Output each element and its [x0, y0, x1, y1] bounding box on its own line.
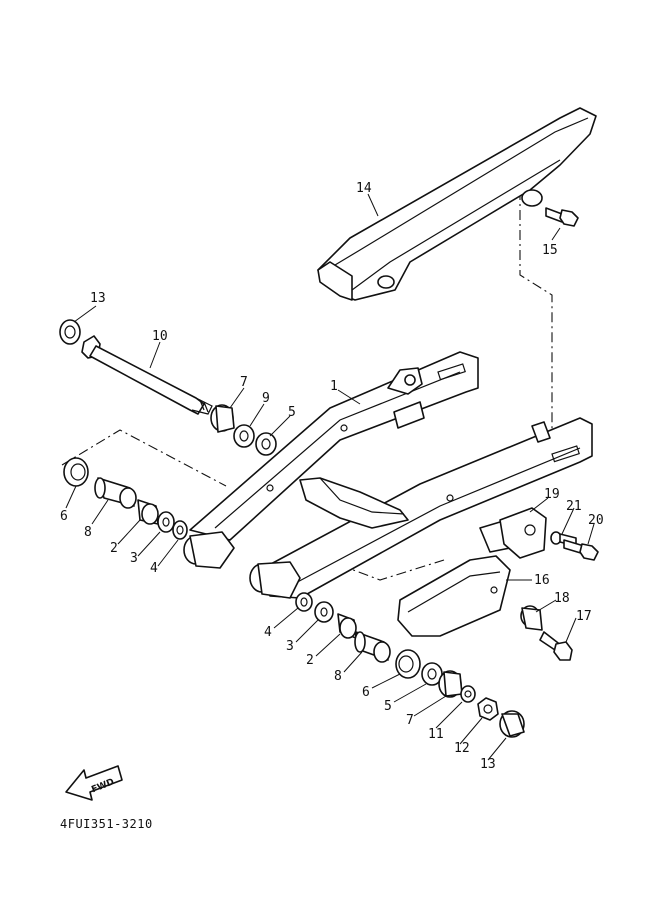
callout-8-right: 8: [334, 669, 342, 684]
washer-5-top: [255, 432, 277, 456]
slider-bolt: [539, 631, 573, 661]
callout-4-right: 4: [264, 625, 272, 640]
collar: [520, 605, 543, 631]
alignment-lines: [61, 190, 553, 581]
callout-6-left: 6: [60, 509, 68, 524]
callout-8-left: 8: [84, 525, 92, 540]
chain-case: [317, 107, 597, 301]
bearing-3-left: [157, 511, 175, 533]
bearing-3-right: [314, 601, 334, 623]
callout-9: 9: [262, 391, 270, 406]
callout-7-right: 7: [406, 713, 414, 728]
callout-13-right: 13: [480, 757, 496, 772]
washer-4-left: [172, 520, 188, 540]
callout-2-left: 2: [110, 541, 118, 556]
guard-bracket: [499, 507, 547, 559]
cap-left: [59, 319, 81, 345]
callout-15: 15: [542, 243, 558, 258]
callout-14: 14: [356, 181, 372, 196]
callout-3-left: 3: [130, 551, 138, 566]
oil-seal-6-right: [395, 649, 421, 679]
pivot-shaft: [81, 335, 213, 415]
callout-4-left: 4: [150, 561, 158, 576]
callout-3-right: 3: [286, 639, 294, 654]
rear-arm: [183, 351, 593, 599]
callout-19: 19: [544, 487, 560, 502]
leader-lines: [65, 193, 595, 761]
callout-7-top: 7: [240, 375, 248, 390]
callout-13-top: 13: [90, 291, 106, 306]
cap-13-right: [499, 710, 525, 738]
forward-arrow-icon: FWD: [65, 765, 123, 801]
spacer-7-top: [210, 404, 235, 433]
chain-slider: [397, 521, 517, 637]
oil-seal-6-left: [63, 457, 89, 487]
callout-21: 21: [566, 499, 582, 514]
diagram-code: 4FUI351-3210: [60, 817, 153, 831]
bracket-bolt-20: [563, 539, 599, 561]
callout-17: 17: [576, 609, 592, 624]
callout-6-right: 6: [362, 685, 370, 700]
callout-5-top: 5: [288, 405, 296, 420]
spacer-7-right: [438, 670, 463, 698]
callout-12: 12: [454, 741, 470, 756]
callout-2-right: 2: [306, 653, 314, 668]
nut-12: [477, 697, 499, 721]
bushing-8-left: [94, 477, 137, 509]
callout-10: 10: [152, 329, 168, 344]
callout-18: 18: [554, 591, 570, 606]
callout-5-right: 5: [384, 699, 392, 714]
callout-20: 20: [588, 513, 604, 528]
callout-11: 11: [428, 727, 444, 742]
bushing-8-right: [354, 631, 391, 663]
bearing-2-left: [137, 499, 159, 525]
washer-4-right: [295, 592, 313, 612]
callout-labels: 14 15 13 10 1 7 9 5 6 8 2 3 4 19 21 20 1…: [60, 181, 604, 772]
callout-1: 1: [330, 379, 338, 394]
bearing-2-right: [337, 613, 357, 639]
washer-11: [460, 685, 476, 703]
callout-16: 16: [534, 573, 550, 588]
washer-9: [233, 424, 255, 448]
chain-case-bolt: [545, 207, 579, 227]
